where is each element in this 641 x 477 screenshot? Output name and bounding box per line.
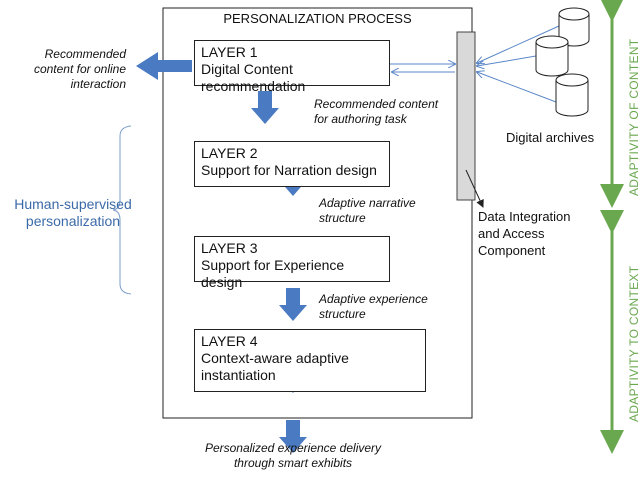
adaptivity-content-label: ADAPTIVITY OF CONTENT <box>627 38 641 196</box>
layer-4-title: LAYER 4 <box>201 333 258 349</box>
left-output-line2: content for online <box>33 62 126 76</box>
flow-label-1-line2: for authoring task <box>314 112 407 126</box>
down-arrow-1 <box>251 91 279 124</box>
process-title: PERSONALIZATION PROCESS <box>223 11 412 26</box>
data-integration-component <box>456 31 476 201</box>
final-output-label: Personalized experience delivery through… <box>183 441 403 471</box>
final-output-line1: Personalized experience delivery <box>204 441 382 455</box>
down-arrow-3 <box>279 288 307 321</box>
left-output-arrow <box>136 52 192 80</box>
flow-label-3-line1: Adaptive experience <box>319 292 428 306</box>
down-arrow-out <box>279 420 307 453</box>
layer-1-title: LAYER 1 <box>201 44 258 60</box>
human-supervised-line2: personalization <box>25 213 121 229</box>
left-output-line3: interaction <box>70 77 126 91</box>
left-output-label: Recommended content for online interacti… <box>8 47 126 92</box>
layer-2-title: LAYER 2 <box>201 145 258 161</box>
layer-3-box: LAYER 3 Support for Experience design <box>194 236 390 290</box>
layer-4-label-line2: instantiation <box>201 367 276 383</box>
layer-1-label: Digital Content recommendation <box>201 61 306 94</box>
layer-2-label: Support for Narration design <box>201 162 377 178</box>
flow-label-3-line2: structure <box>319 307 366 321</box>
flow-label-2: Adaptive narrative structure <box>319 196 416 226</box>
db-link-2 <box>477 55 537 66</box>
human-supervised-line1: Human-supervised <box>14 196 132 212</box>
human-supervised-label: Human-supervised personalization <box>4 196 142 230</box>
data-integration-line3: Component <box>478 243 546 258</box>
data-integration-label: Data Integration and Access Component <box>478 208 571 259</box>
human-supervised-bracket <box>112 125 132 295</box>
digital-archives-label: Digital archives <box>506 130 595 145</box>
left-output-line1: Recommended <box>44 47 126 61</box>
db-link-3 <box>477 72 557 103</box>
adaptivity-context-label: ADAPTIVITY TO CONTEXT <box>627 265 641 422</box>
layer-2-box: LAYER 2 Support for Narration design <box>194 141 390 187</box>
database-icon-3 <box>555 73 589 117</box>
db-link-1 <box>477 25 560 63</box>
flow-label-1-line1: Recommended content <box>314 97 439 111</box>
layer-1-box: LAYER 1 Digital Content recommendation <box>194 40 390 94</box>
process-frame <box>162 7 473 419</box>
database-icon-1 <box>558 7 590 47</box>
flow-label-2-line2: structure <box>319 211 366 225</box>
flow-label-1: Recommended content for authoring task <box>314 97 438 127</box>
data-integration-line1: Data Integration <box>478 209 571 224</box>
final-output-line2: through smart exhibits <box>233 456 353 470</box>
layer-3-title: LAYER 3 <box>201 240 258 256</box>
layer-3-label: Support for Experience design <box>201 257 345 290</box>
flow-label-2-line1: Adaptive narrative <box>319 196 416 210</box>
layer-4-label-line1: Context-aware adaptive <box>201 350 349 366</box>
component-label-pointer <box>465 169 484 208</box>
layer-4-box: LAYER 4 Context-aware adaptive instantia… <box>194 329 426 392</box>
data-integration-line2: and Access <box>478 226 545 241</box>
flow-label-3: Adaptive experience structure <box>319 292 428 322</box>
database-icon-2 <box>535 35 569 77</box>
